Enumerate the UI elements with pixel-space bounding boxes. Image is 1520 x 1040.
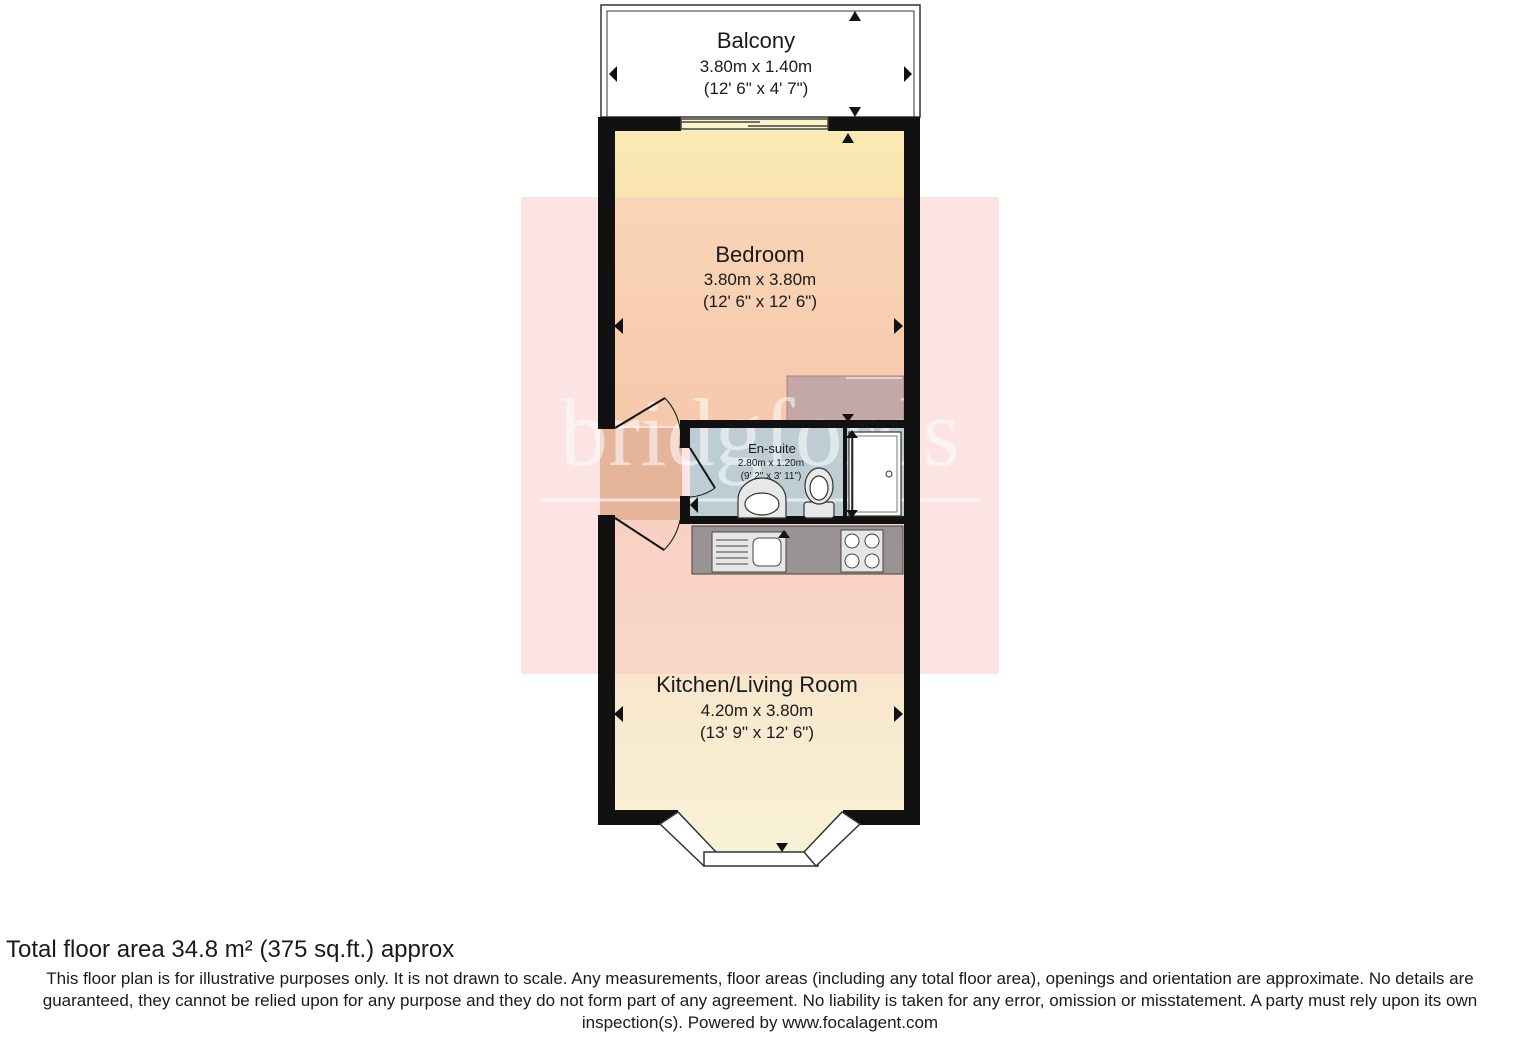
total-floor-area: Total floor area 34.8 m² (375 sq.ft.) ap… [6,936,455,963]
bay-window [658,811,862,868]
ensuite-imperial: (9' 2" x 3' 11") [741,471,802,482]
bedroom-imperial: (12' 6" x 12' 6") [703,292,817,311]
exterior-walls [598,117,920,825]
kitchen-label: Kitchen/Living Room [656,672,858,697]
dimension-arrows [609,11,912,852]
balcony-metric: 3.80m x 1.40m [700,57,812,76]
kitchen-metric: 4.20m x 3.80m [701,701,813,720]
bedroom-metric: 3.80m x 3.80m [704,270,816,289]
watermark: bridgfords [521,197,999,674]
balcony-door [680,118,829,130]
kitchen-counter [691,525,904,575]
balcony-area [600,4,921,118]
ensuite-metric: 2.80m x 1.20m [738,458,804,469]
ensuite-label: En-suite [748,441,796,456]
interior-walls [680,420,906,524]
disclaimer: This floor plan is for illustrative purp… [42,969,1478,1032]
hallway-floor [600,428,682,520]
balcony-imperial: (12' 6" x 4' 7") [704,79,809,98]
shower-tray [848,431,902,517]
kitchen-imperial: (13' 9" x 12' 6") [700,723,814,742]
bedroom-label: Bedroom [715,242,804,267]
floor-plan: bridgfords [521,4,999,868]
balcony-label: Balcony [717,28,795,53]
kitchen-floor [612,520,906,852]
basin [737,477,787,519]
doors [614,397,716,551]
toilet [803,467,835,519]
